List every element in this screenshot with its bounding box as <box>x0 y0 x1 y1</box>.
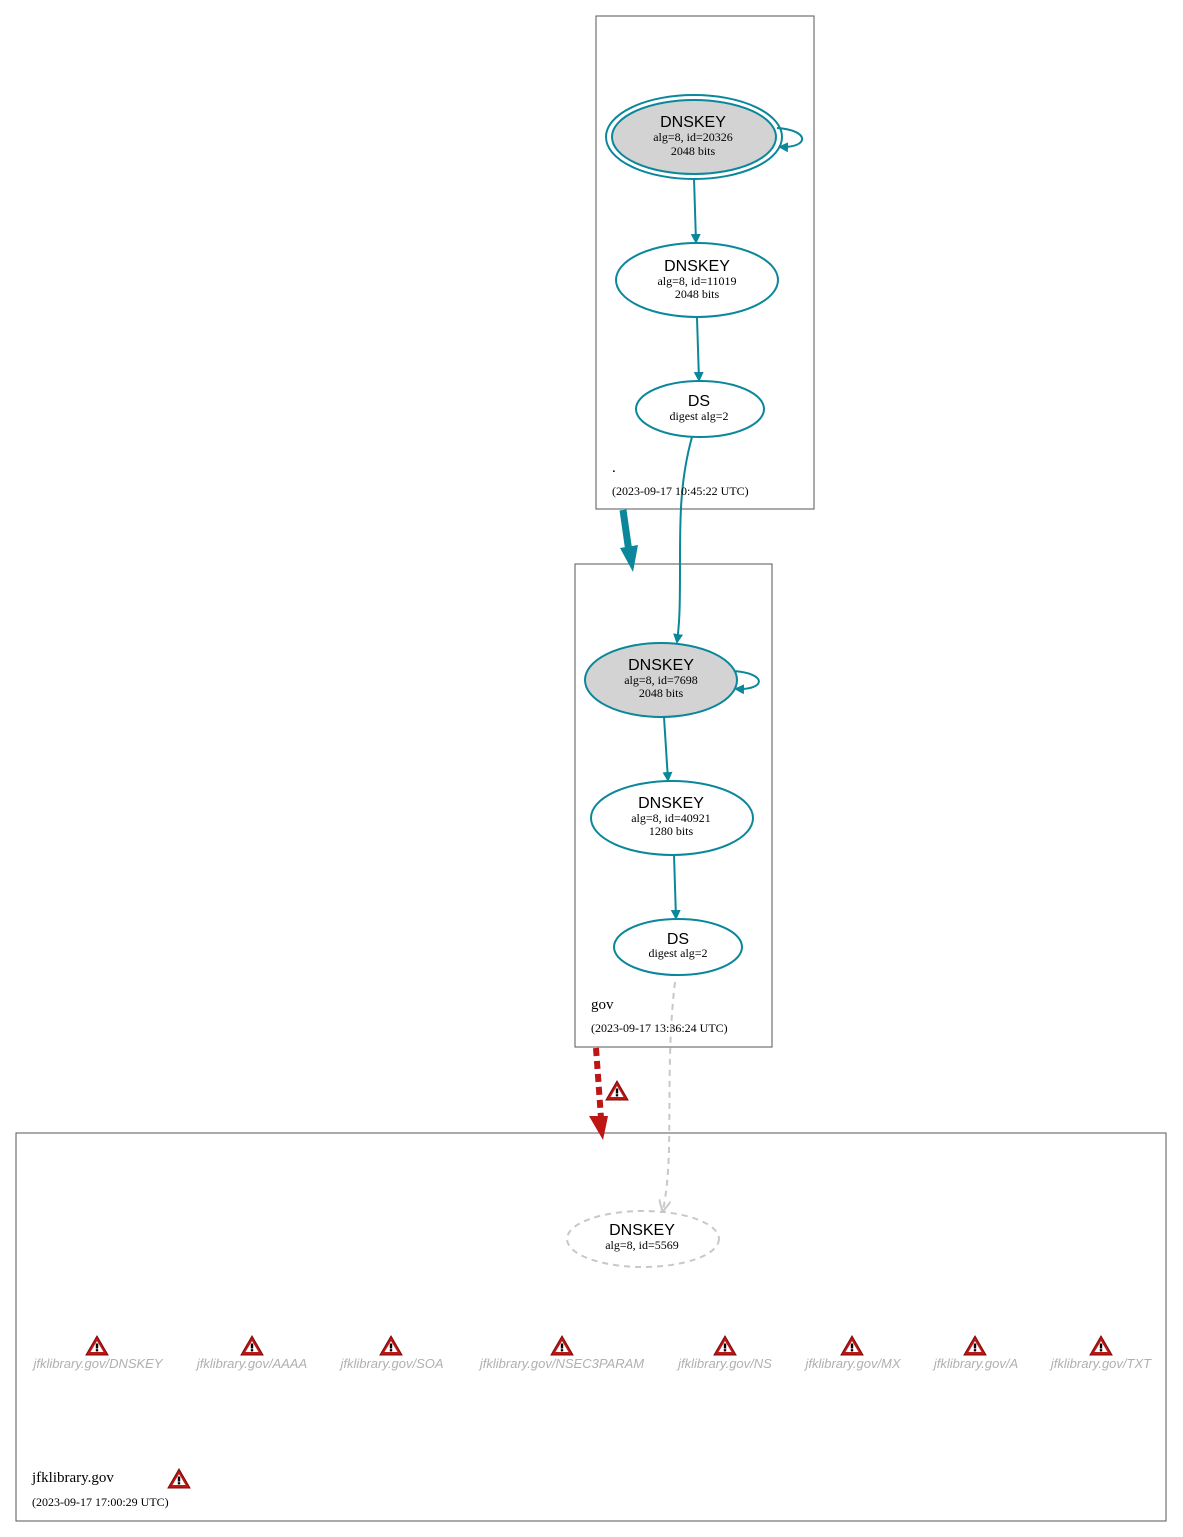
zone-box-root <box>595 15 815 510</box>
warning-icon <box>240 1335 264 1356</box>
rrset-item[interactable]: jfklibrary.gov/TXT <box>1049 1335 1152 1371</box>
rrset-item[interactable]: jfklibrary.gov/A <box>932 1335 1018 1371</box>
rrset-label: jfklibrary.gov/NS <box>676 1356 772 1371</box>
node-detail: alg=8, id=7698 <box>624 673 698 687</box>
node-detail: 2048 bits <box>675 287 720 301</box>
delegation-edge-root-gov <box>619 509 633 553</box>
rrset-item[interactable]: jfklibrary.gov/SOA <box>338 1335 444 1371</box>
node-detail: digest alg=2 <box>669 409 728 423</box>
edge-root-zsk-ds <box>693 317 704 382</box>
node-title: DNSKEY <box>660 114 726 131</box>
delegation-arrowhead-root-gov <box>620 545 638 572</box>
edge-gov-ksk-self <box>732 670 760 695</box>
edge-root-ksk-self <box>776 127 804 153</box>
zone-box-gov <box>574 563 773 1048</box>
warning-icon <box>713 1335 737 1356</box>
rrset-item[interactable]: jfklibrary.gov/NS <box>676 1335 772 1371</box>
edge-gov-zsk-ds <box>670 854 681 920</box>
node-gov-ksk[interactable]: DNSKEY alg=8, id=7698 2048 bits <box>584 642 738 718</box>
edge-gov-ds-missing-key <box>663 981 676 1210</box>
rrset-item[interactable]: jfklibrary.gov/NSEC3PARAM <box>478 1335 644 1371</box>
node-title: DNSKEY <box>628 657 694 674</box>
zone-warning-icon <box>167 1468 191 1489</box>
edge-root-ds-gov-ksk <box>673 436 693 644</box>
edge-root-ksk-zsk <box>690 177 701 244</box>
delegation-edge-gov-jfklibrary <box>593 1047 604 1119</box>
warning-icon <box>550 1335 574 1356</box>
node-root-ds[interactable]: DS digest alg=2 <box>635 380 765 438</box>
node-title: DNSKEY <box>609 1222 675 1239</box>
node-title: DS <box>667 931 689 948</box>
zone-name-jfklibrary: jfklibrary.gov <box>31 1470 114 1486</box>
warning-icon <box>963 1335 987 1356</box>
zone-timestamp-jfklibrary: (2023-09-17 17:00:29 UTC) <box>32 1495 169 1509</box>
node-detail: alg=8, id=11019 <box>657 274 736 288</box>
rrset-item[interactable]: jfklibrary.gov/MX <box>803 1335 902 1371</box>
node-root-zsk[interactable]: DNSKEY alg=8, id=11019 2048 bits <box>615 242 779 318</box>
warning-icon <box>1089 1335 1113 1356</box>
node-jfk-missing-dnskey[interactable]: DNSKEY alg=8, id=5569 <box>566 1210 720 1268</box>
node-root-ksk[interactable]: DNSKEY alg=8, id=20326 2048 bits <box>605 94 783 180</box>
rrset-label: jfklibrary.gov/MX <box>803 1356 901 1371</box>
rrset-item[interactable]: jfklibrary.gov/DNSKEY <box>31 1335 164 1371</box>
node-detail: digest alg=2 <box>648 946 707 960</box>
zone-box-jfklibrary <box>15 1132 1167 1522</box>
rrset-label: jfklibrary.gov/NSEC3PARAM <box>478 1356 644 1371</box>
rrset-label: jfklibrary.gov/A <box>932 1356 1018 1371</box>
zone-timestamp-root: (2023-09-17 10:45:22 UTC) <box>612 484 749 498</box>
node-gov-ds[interactable]: DS digest alg=2 <box>613 918 743 976</box>
warning-icon <box>379 1335 403 1356</box>
rrset-label: jfklibrary.gov/TXT <box>1049 1356 1152 1371</box>
node-gov-zsk[interactable]: DNSKEY alg=8, id=40921 1280 bits <box>590 780 754 856</box>
node-detail: 2048 bits <box>671 144 716 158</box>
node-title: DNSKEY <box>638 795 704 812</box>
zone-name-gov: gov <box>591 997 614 1013</box>
node-title: DS <box>688 393 710 410</box>
rrset-label: jfklibrary.gov/DNSKEY <box>31 1356 163 1371</box>
node-detail: alg=8, id=40921 <box>631 811 711 825</box>
warning-icon <box>840 1335 864 1356</box>
delegation-arrowhead-gov-jfklibrary <box>589 1116 608 1140</box>
node-detail: 1280 bits <box>649 824 694 838</box>
rrset-label: jfklibrary.gov/SOA <box>338 1356 443 1371</box>
node-detail: alg=8, id=20326 <box>653 130 733 144</box>
delegation-warning-icon <box>605 1080 629 1101</box>
node-title: DNSKEY <box>664 258 730 275</box>
edge-gov-ksk-zsk <box>662 716 673 782</box>
zone-name-root: . <box>612 460 616 476</box>
warning-icon <box>85 1335 109 1356</box>
zone-timestamp-gov: (2023-09-17 13:36:24 UTC) <box>591 1021 728 1035</box>
rrset-list: jfklibrary.gov/DNSKEY jfklibrary.gov/AAA… <box>31 1335 1152 1371</box>
node-detail: alg=8, id=5569 <box>605 1238 679 1252</box>
rrset-item[interactable]: jfklibrary.gov/AAAA <box>195 1335 307 1371</box>
rrset-label: jfklibrary.gov/AAAA <box>195 1356 307 1371</box>
node-detail: 2048 bits <box>639 686 684 700</box>
